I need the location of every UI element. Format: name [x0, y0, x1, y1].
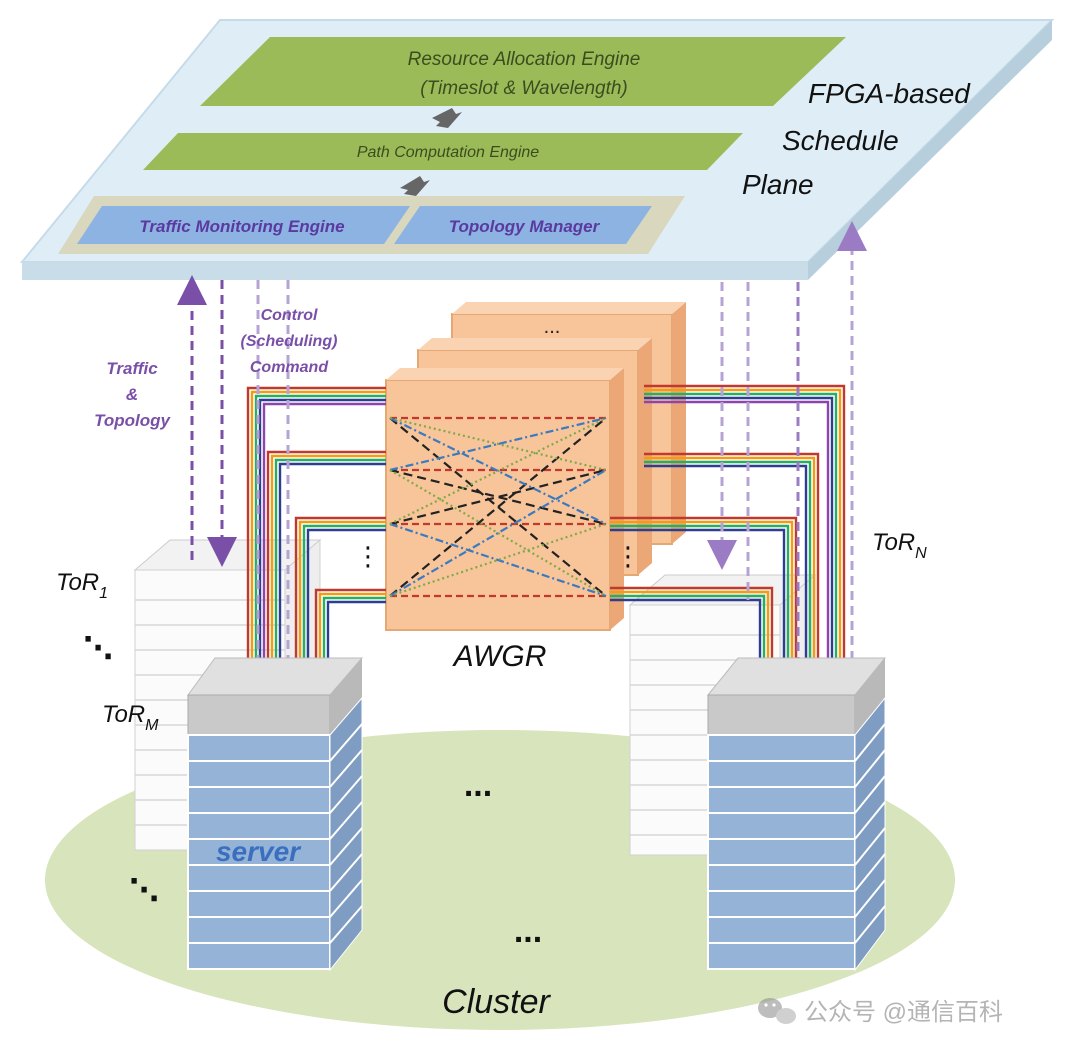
torm-label: ToRM — [102, 701, 159, 734]
awgr-label: AWGR — [452, 640, 547, 673]
awgr-stack: ... ⋮ ⋮ — [355, 302, 686, 631]
awgr-routing-lines — [389, 416, 607, 598]
control-label-line3: Command — [250, 359, 329, 376]
server-slot — [187, 786, 331, 814]
traffic-label-line1: Traffic — [106, 359, 158, 378]
awgr-port-ellipsis-left: ⋮ — [355, 541, 381, 571]
engine-link-arrows — [400, 108, 462, 196]
server-slot — [707, 916, 856, 944]
topology-manager-box — [394, 206, 652, 244]
server-slot — [707, 760, 856, 788]
server-slot — [187, 864, 331, 892]
tor-left-ellipsis: ⋱ — [83, 632, 113, 665]
fiber-bundle-right-2 — [644, 452, 820, 668]
watermark-text: 公众号 @通信百科 — [804, 999, 1003, 1026]
server-rack-right — [706, 657, 887, 972]
server-slot — [707, 864, 856, 892]
torn-label: ToRN — [872, 529, 927, 562]
fiber-bundle-right-3 — [610, 516, 798, 668]
path-engine-label: Path Computation Engine — [357, 144, 539, 161]
topology-manager-label: Topology Manager — [449, 217, 601, 236]
traffic-label-line3: Topology — [94, 411, 171, 430]
fiber-bundle-right-4 — [610, 586, 774, 668]
resource-engine-line2: (Timeslot & Wavelength) — [420, 78, 628, 99]
server-slot — [707, 838, 856, 866]
cluster-dots-left: ⋱ — [129, 874, 159, 907]
cluster-dots-middle: ... — [464, 766, 492, 804]
server-slot — [187, 916, 331, 944]
control-label-line1: Control — [261, 307, 318, 324]
server-slot — [187, 838, 331, 866]
tor1-label: ToR1 — [56, 569, 108, 602]
server-slot — [187, 890, 331, 918]
server-slot — [187, 942, 331, 970]
server-slot — [707, 786, 856, 814]
server-slot — [707, 734, 856, 762]
server-label: server — [216, 836, 302, 867]
fiber-bundle-left-4 — [314, 588, 386, 668]
plane-title-line1: FPGA-based — [808, 78, 971, 109]
server-rack-left — [187, 657, 364, 972]
fiber-bundle-right-1 — [644, 384, 846, 668]
plane-title-line2: Schedule — [782, 125, 899, 156]
server-slot — [707, 942, 856, 970]
control-label-line2: (Scheduling) — [241, 333, 338, 350]
fiber-bundle-left-3 — [294, 516, 386, 668]
wechat-icon — [758, 998, 796, 1024]
server-slot — [707, 890, 856, 918]
resource-engine-line1: Resource Allocation Engine — [408, 49, 641, 70]
path-computation-engine-box — [143, 133, 743, 170]
cluster-dots-bottom: ... — [514, 912, 542, 950]
server-slot — [707, 812, 856, 840]
cluster-label: Cluster — [442, 983, 551, 1021]
server-slot — [187, 760, 331, 788]
control-arrows — [177, 221, 867, 695]
awgr-port-ellipsis-right: ⋮ — [615, 541, 641, 571]
traffic-monitoring-engine-box — [77, 206, 410, 244]
fiber-bundle-left-2 — [266, 450, 386, 668]
fiber-bundles — [246, 384, 846, 668]
awgr-stack-ellipsis: ... — [544, 316, 561, 338]
watermark: 公众号 @通信百科 — [758, 998, 1003, 1026]
plane-title-line3: Plane — [742, 169, 814, 200]
fiber-bundle-left-1 — [246, 386, 386, 668]
traffic-monitoring-label: Traffic Monitoring Engine — [139, 217, 344, 236]
server-slot — [187, 734, 331, 762]
traffic-label-line2: & — [126, 385, 138, 404]
resource-allocation-engine-box — [200, 37, 846, 106]
awgr-card-front — [385, 368, 624, 631]
